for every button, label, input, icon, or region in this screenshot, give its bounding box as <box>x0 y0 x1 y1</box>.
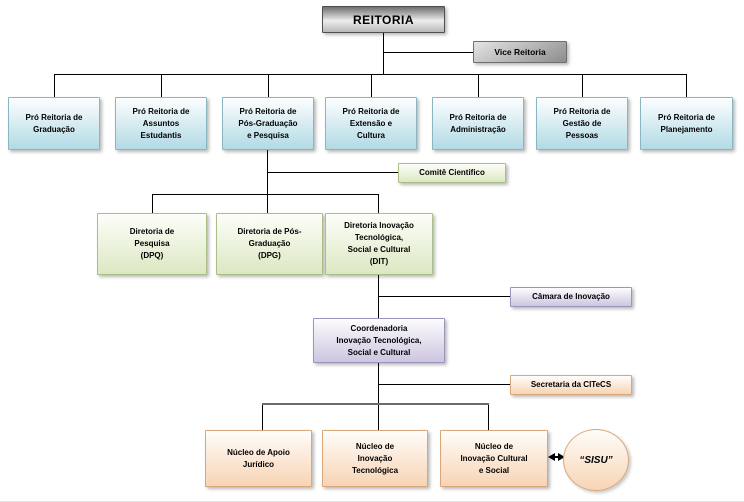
node-label: Pró Reitoria de Assuntos Estudantis <box>132 106 190 140</box>
connector-drop-6 <box>582 74 583 97</box>
connector-drop-3 <box>268 74 269 97</box>
node-label: Núcleo de Inovação Tecnológica <box>351 441 399 475</box>
node-comite-cientifico: Comitê Cientifico <box>398 163 506 183</box>
connector-drop-7 <box>686 74 687 97</box>
connector-drop-5 <box>478 74 479 97</box>
node-nucleo-inovacao-cultural-social: Núcleo de Inovação Cultural e Social <box>440 430 548 487</box>
connector-posgrad-trunk <box>267 150 268 213</box>
node-pro-reitoria-extensao-cultura: Pró Reitoria de Extensão e Cultura <box>325 97 417 150</box>
node-coordenadoria-citecs: Coordenadoria Inovação Tecnológica, Soci… <box>313 318 445 363</box>
node-label: Núcleo de Inovação Cultural e Social <box>460 441 528 475</box>
node-label: Diretoria Inovação Tecnológica, Social e… <box>344 221 414 266</box>
node-pro-reitoria-planejamento: Pró Reitoria de Planejamento <box>640 97 733 150</box>
connector-bus-level1 <box>54 74 687 75</box>
connector-drop-dpq <box>152 194 153 213</box>
node-diretoria-inovacao-dit: Diretoria Inovação Tecnológica, Social e… <box>325 213 433 275</box>
connector-secretaria-branch <box>378 384 510 385</box>
node-nucleo-inovacao-tecnologica: Núcleo de Inovação Tecnológica <box>322 430 428 487</box>
node-label: Pró Reitoria de Planejamento <box>658 112 715 134</box>
node-label: Câmara de Inovação <box>532 292 610 301</box>
node-sisu: “SISU” <box>563 429 629 491</box>
connector-drop-4 <box>371 74 372 97</box>
arrow-left-head <box>548 453 555 461</box>
connector-bus-level3 <box>262 403 489 405</box>
node-label: Diretoria de Pesquisa (DPQ) <box>129 227 175 260</box>
node-label: Pró Reitoria de Extensão e Cultura <box>342 106 400 140</box>
connector-comite-branch <box>267 172 398 173</box>
node-label: Pró Reitoria de Gestão de Pessoas <box>553 106 611 140</box>
connector-drop-2 <box>161 74 162 97</box>
node-label: Diretoria de Pós- Graduação (DPG) <box>237 227 302 260</box>
node-pro-reitoria-gestao-pessoas: Pró Reitoria de Gestão de Pessoas <box>536 97 628 150</box>
connector-drop-1 <box>54 74 55 97</box>
node-label: Coordenadoria Inovação Tecnológica, Soci… <box>336 323 422 357</box>
node-label: Pró Reitoria de Pós-Graduação e Pesquisa <box>238 106 298 140</box>
node-pro-reitoria-administracao: Pró Reitoria de Administração <box>432 97 524 150</box>
node-label: “SISU” <box>579 454 613 466</box>
node-pro-reitoria-graduacao: Pró Reitoria de Graduação <box>8 97 100 150</box>
connector-root-trunk <box>383 33 384 75</box>
node-label: Pró Reitoria de Graduação <box>25 112 83 134</box>
connector-vice-branch <box>383 52 473 53</box>
node-nucleo-apoio-juridico: Núcleo de Apoio Jurídico <box>205 430 312 487</box>
node-label: Secretaria da CITeCS <box>530 380 612 389</box>
node-label: REITORIA <box>352 12 415 27</box>
connector-drop-nucleo-3 <box>488 405 489 430</box>
arrow-shaft <box>554 456 559 458</box>
node-vice-reitoria: Vice Reitoria <box>473 41 567 63</box>
connector-drop-dit <box>378 194 379 213</box>
node-pro-reitoria-pos-graduacao-pesquisa: Pró Reitoria de Pós-Graduação e Pesquisa <box>222 97 314 150</box>
node-label: Vice Reitoria <box>494 46 546 57</box>
node-camara-inovacao: Câmara de Inovação <box>510 287 632 307</box>
node-pro-reitoria-assuntos-estudantis: Pró Reitoria de Assuntos Estudantis <box>115 97 207 150</box>
connector-bus-level2 <box>152 194 379 195</box>
node-reitoria: REITORIA <box>322 6 445 33</box>
connector-coordenadoria-trunk <box>378 363 379 430</box>
node-label: Comitê Cientifico <box>419 168 485 177</box>
node-label: Núcleo de Apoio Jurídico <box>227 447 290 469</box>
node-secretaria-citecs: Secretaria da CITeCS <box>510 375 632 395</box>
connector-drop-nucleo-1 <box>262 405 263 430</box>
node-label: Pró Reitoria de Administração <box>449 112 507 134</box>
connector-camara-branch <box>378 296 510 297</box>
node-diretoria-pesquisa-dpq: Diretoria de Pesquisa (DPQ) <box>97 213 207 275</box>
node-diretoria-pos-graduacao-dpg: Diretoria de Pós- Graduação (DPG) <box>216 213 323 275</box>
arrow-right-head <box>558 453 565 461</box>
